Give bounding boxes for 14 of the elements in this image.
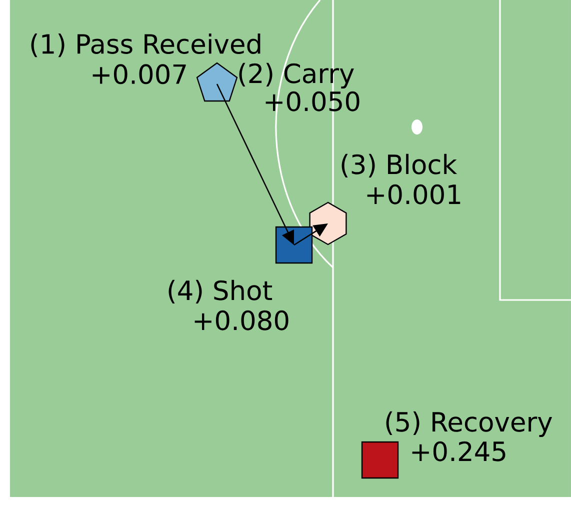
value-label: +0.080 (194, 310, 288, 330)
value-label: +0.245 (412, 441, 506, 462)
event-label: (4) Shot (168, 280, 272, 304)
event-label: (3) Block (342, 154, 458, 178)
event-label: (1) Pass Received (31, 33, 260, 58)
pentagon-marker (196, 62, 238, 102)
value-label: +0.050 (266, 91, 360, 112)
event-label: (5) Recovery (386, 411, 552, 437)
value-label: +0.001 (367, 184, 460, 204)
square-marker (275, 226, 313, 264)
event-label: (2) Carry (239, 62, 354, 89)
square-marker (361, 441, 399, 479)
value-label: +0.007 (92, 64, 186, 84)
hexagon-marker (309, 202, 347, 246)
